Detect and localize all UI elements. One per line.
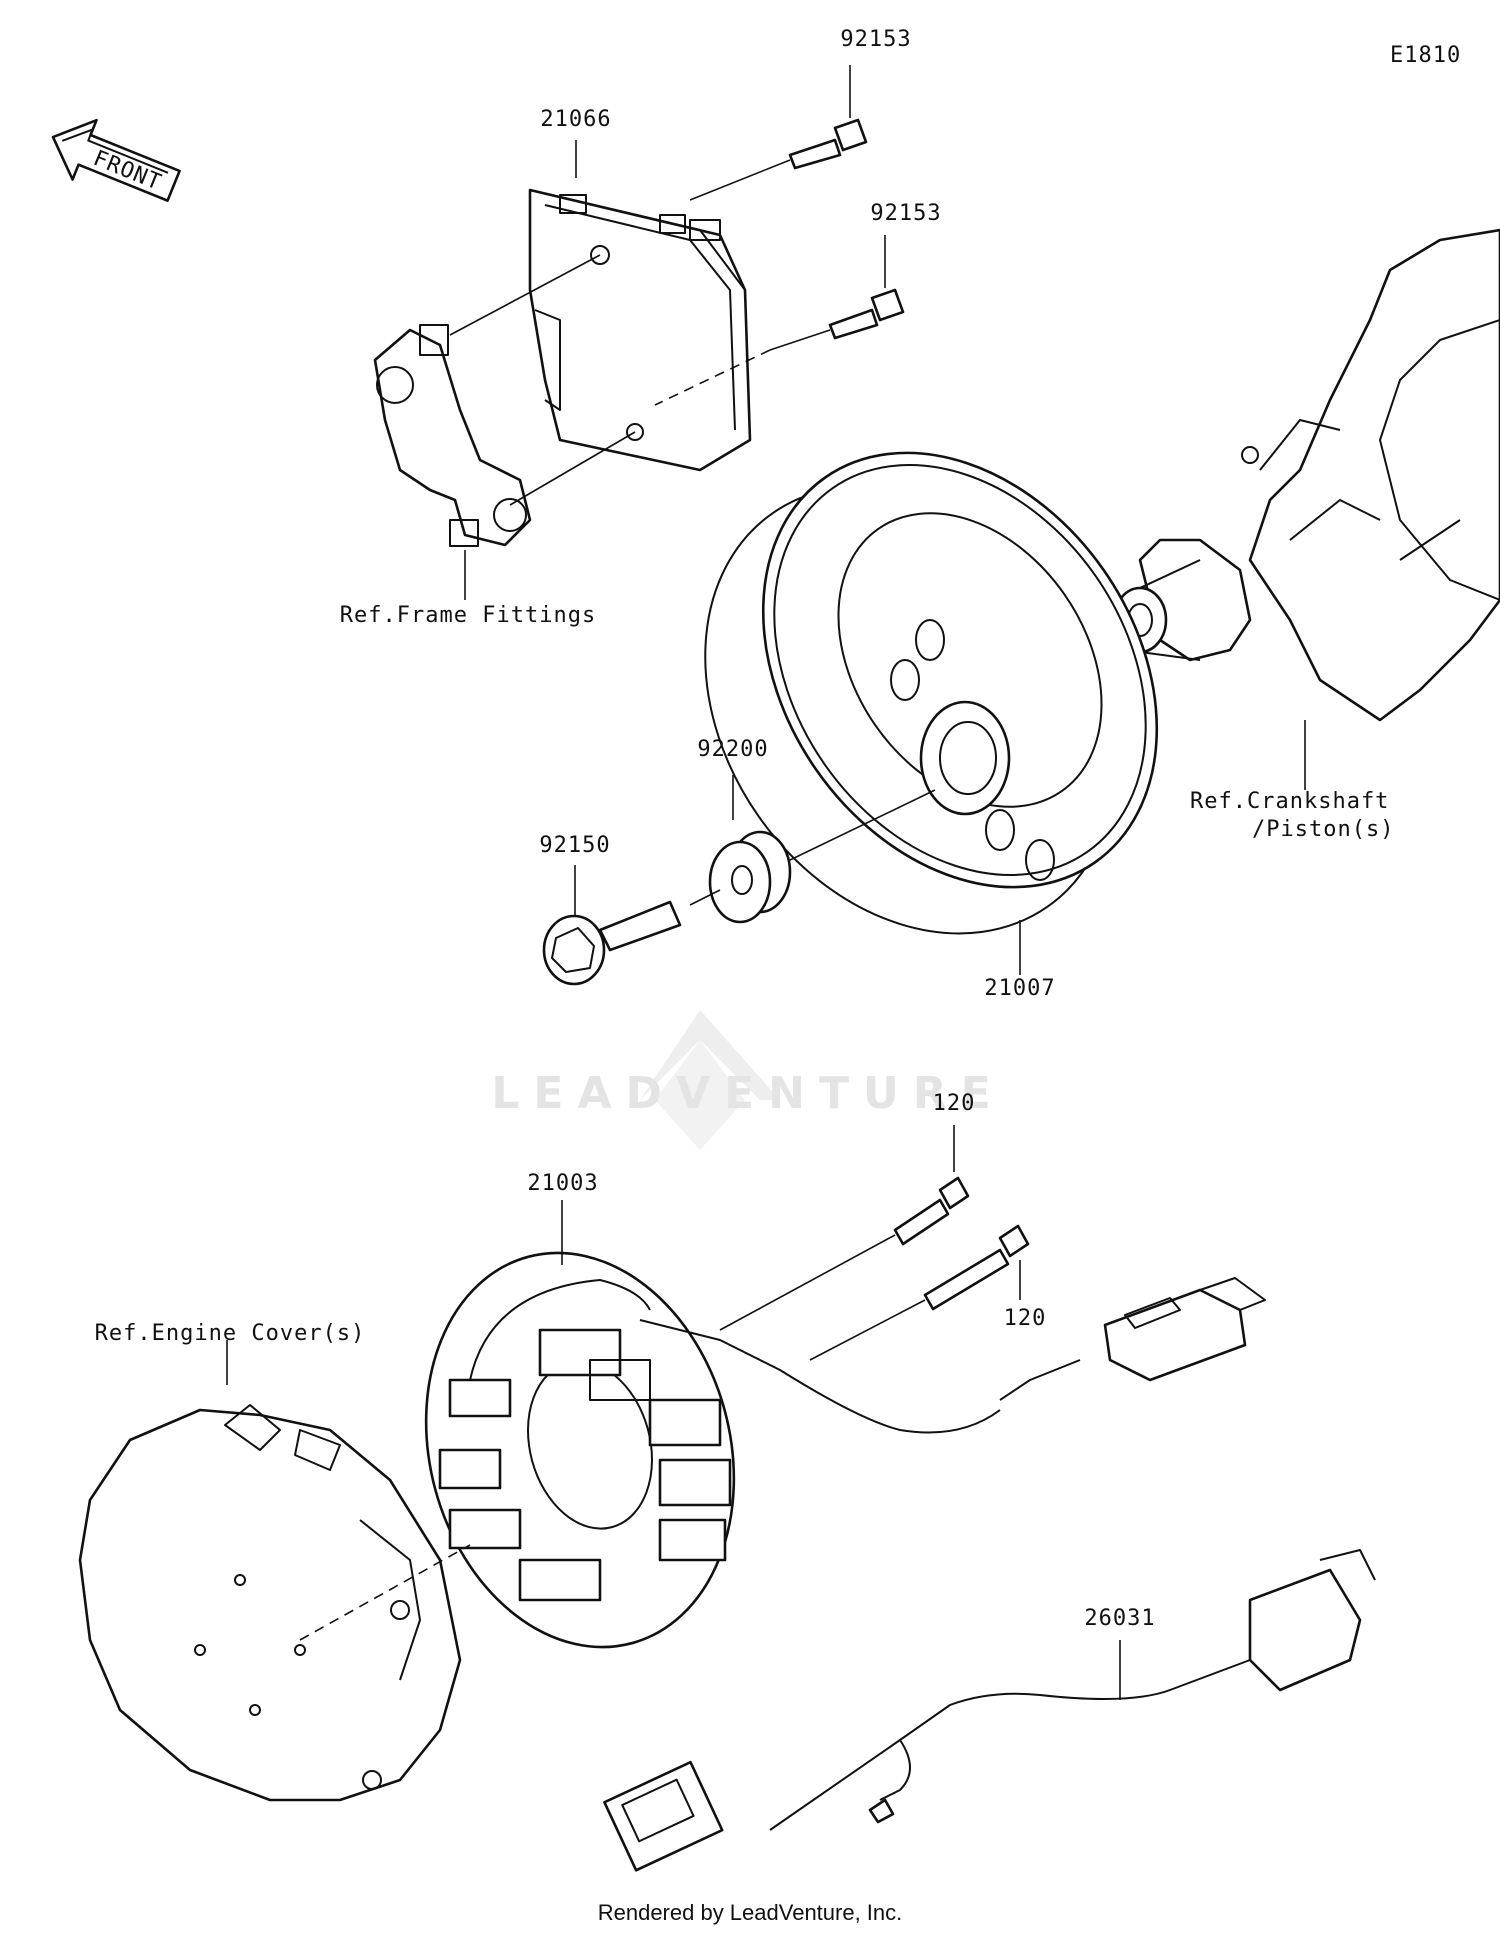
watermark: LEADVENTURE: [491, 1010, 1004, 1150]
watermark-text: LEADVENTURE: [491, 1068, 1004, 1119]
callout-21007: 21007: [984, 976, 1055, 1001]
wiring-harness: [603, 1549, 1376, 1872]
callout-92150: 92150: [539, 833, 610, 858]
rotor-flywheel: [704, 451, 1159, 935]
callout-crankshaft-line1: Ref.Crankshaft: [1190, 789, 1389, 814]
callout-crankshaft-line2: /Piston(s): [1252, 817, 1394, 842]
engine-cover: [78, 1404, 462, 1802]
stator-connector: [1103, 1277, 1266, 1382]
callout-26031: 26031: [1084, 1606, 1155, 1631]
frame-bracket: [373, 324, 532, 547]
callout-120-upper: 120: [933, 1091, 976, 1116]
callout-engine-cover: Ref.Engine Cover(s): [95, 1321, 366, 1346]
footer-credit: Rendered by LeadVenture, Inc.: [598, 1900, 903, 1925]
diagram-code: E1810: [1390, 43, 1461, 68]
watermark-logo-icon: [640, 1010, 780, 1100]
callout-120-lower: 120: [1004, 1306, 1047, 1331]
callout-92153-upper: 92153: [840, 27, 911, 52]
bolt-upper: [788, 118, 868, 170]
callout-92153-lower: 92153: [870, 201, 941, 226]
callout-21066: 21066: [540, 107, 611, 132]
callout-21003: 21003: [527, 1171, 598, 1196]
callout-92200: 92200: [697, 737, 768, 762]
regulator-rectifier: [528, 188, 752, 472]
front-arrow-icon: FRONT: [51, 118, 181, 202]
bolt-lower: [828, 288, 905, 340]
callout-frame-fittings: Ref.Frame Fittings: [340, 603, 596, 628]
flywheel-bolt: [542, 900, 682, 986]
stator-bolt-lower: [923, 1224, 1030, 1311]
washer: [708, 830, 792, 924]
stator-coil: [424, 1251, 1081, 1649]
crankshaft: [1112, 228, 1500, 722]
stator-bolt-upper: [893, 1176, 970, 1246]
